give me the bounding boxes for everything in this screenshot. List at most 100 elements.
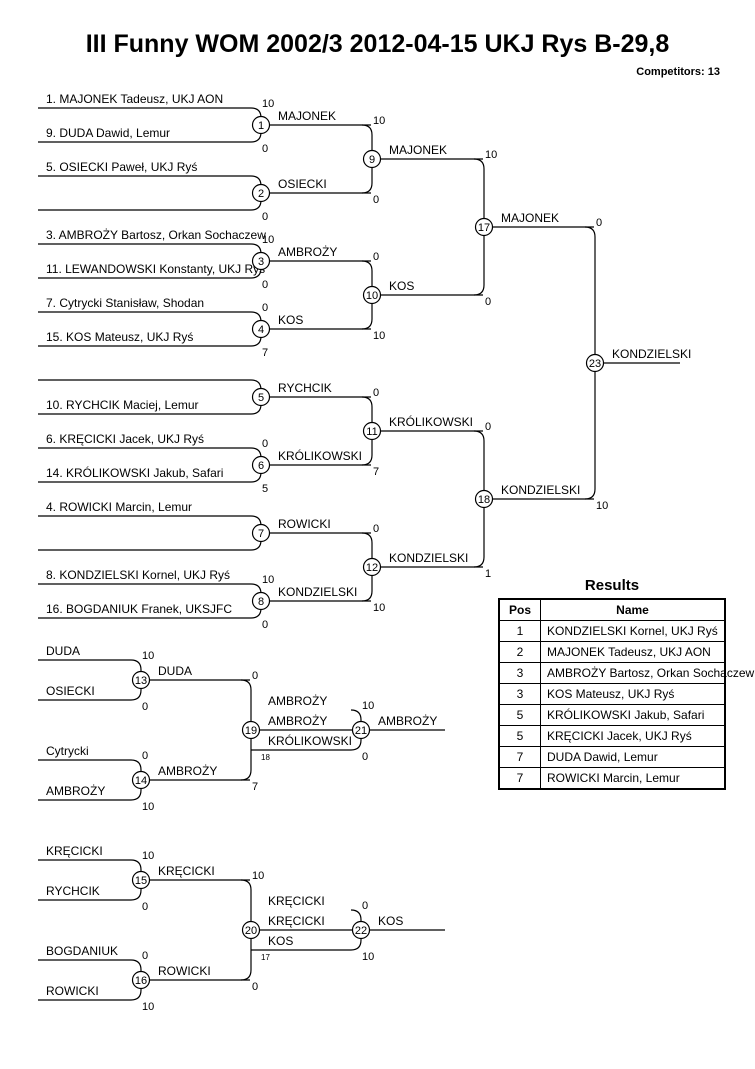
match-score: 0	[262, 619, 268, 631]
results-name: KOS Mateusz, UKJ Ryś	[540, 683, 726, 705]
repechage-name: AMBROŻY	[46, 784, 105, 798]
match-number-circle	[241, 920, 261, 940]
match-number-circle	[351, 920, 371, 940]
match-number-circle	[251, 591, 271, 611]
match-number-circle	[251, 115, 271, 135]
match-number-circle	[474, 489, 494, 509]
repechage-name: KRĘCICKI	[46, 844, 103, 858]
match-score: 0	[262, 143, 268, 155]
match-score: 10	[485, 149, 497, 161]
match-score: 7	[262, 347, 268, 359]
match-number: 3	[258, 256, 264, 268]
match-score: 0	[373, 387, 379, 399]
competitor-entry: 5. OSIECKI Paweł, UKJ Ryś	[46, 160, 197, 174]
match-score: 10	[373, 115, 385, 127]
results-header-name: Name	[540, 598, 726, 621]
match-score: 0	[262, 438, 268, 450]
match-winner: KONDZIELSKI	[278, 585, 357, 599]
match-number: 4	[258, 324, 264, 336]
results-name: DUDA Dawid, Lemur	[540, 746, 726, 768]
repechage-ref: 18	[261, 753, 270, 762]
match-number: 16	[135, 975, 147, 987]
match-number: 15	[135, 875, 147, 887]
match-number: 11	[366, 426, 377, 438]
match-winner: AMBROŻY	[278, 245, 337, 259]
match-number: 14	[135, 775, 147, 787]
match-number-circle	[362, 149, 382, 169]
match-number-circle	[351, 720, 371, 740]
match-number: 20	[245, 925, 257, 937]
results-name: AMBROŻY Bartosz, Orkan Sochaczew	[540, 662, 754, 684]
competitor-entry: 8. KONDZIELSKI Kornel, UKJ Ryś	[46, 568, 230, 582]
match-score: 0	[142, 750, 148, 762]
results-pos: 7	[498, 767, 541, 790]
match-winner: KOS	[389, 279, 414, 293]
match-score: 0	[252, 670, 258, 682]
page-title: III Funny WOM 2002/3 2012-04-15 UKJ Rys …	[85, 30, 670, 58]
match-number-circle	[251, 251, 271, 271]
match-winner: MAJONEK	[278, 109, 336, 123]
repechage-name: Cytrycki	[46, 744, 89, 758]
repechage-name: RYCHCIK	[46, 884, 100, 898]
match-score: 10	[142, 850, 154, 862]
match-number-circle	[362, 557, 382, 577]
match-score: 0	[142, 950, 148, 962]
match-number: 7	[258, 528, 264, 540]
match-score: 0	[142, 701, 148, 713]
match-winner: MAJONEK	[389, 143, 447, 157]
match-score: 0	[262, 211, 268, 223]
match-score: 7	[373, 466, 379, 478]
match-winner: ROWICKI	[278, 517, 331, 531]
match-number: 17	[478, 222, 490, 234]
match-score: 0	[262, 302, 268, 314]
repechage-name: BOGDANIUK	[46, 944, 118, 958]
match-number-circle	[131, 870, 151, 890]
repechage-entry: KRĘCICKI	[268, 894, 325, 908]
match-score: 10	[373, 330, 385, 342]
match-score: 10	[262, 574, 274, 586]
competitor-entry: 7. Cytrycki Stanisław, Shodan	[46, 296, 204, 310]
match-winner: KRÓLIKOWSKI	[278, 448, 362, 463]
match-winner: MAJONEK	[501, 211, 559, 225]
match-score: 10	[142, 650, 154, 662]
results-pos: 5	[498, 704, 541, 726]
match-score: 10	[262, 98, 274, 110]
match-winner: AMBROŻY	[158, 764, 217, 778]
match-score: 10	[252, 870, 264, 882]
match-number-circle	[474, 217, 494, 237]
competitor-entry: 11. LEWANDOWSKI Konstanty, UKJ Ryś	[46, 262, 265, 276]
match-winner: KRĘCICKI	[268, 914, 325, 928]
match-number: 22	[355, 925, 367, 937]
match-number-circle	[131, 770, 151, 790]
competitor-entry: 4. ROWICKI Marcin, Lemur	[46, 500, 192, 514]
match-winner: KRÓLIKOWSKI	[389, 414, 473, 429]
match-number: 19	[245, 725, 257, 737]
repechage-name: ROWICKI	[46, 984, 99, 998]
match-number: 8	[258, 596, 264, 608]
match-score: 0	[373, 523, 379, 535]
match-number-circle	[131, 670, 151, 690]
competitor-entry: 6. KRĘCICKI Jacek, UKJ Ryś	[46, 432, 204, 446]
match-winner: KONDZIELSKI	[501, 483, 580, 497]
results-pos: 3	[498, 662, 541, 684]
match-winner: KOS	[378, 914, 403, 928]
repechage-entry: KOS	[268, 934, 293, 948]
results-pos: 1	[498, 620, 541, 642]
match-score: 0	[485, 421, 491, 433]
match-number-circle	[241, 720, 261, 740]
competitor-entry: 3. AMBROŻY Bartosz, Orkan Sochaczew	[46, 228, 266, 242]
match-score: 7	[252, 781, 258, 793]
match-score: 0	[362, 751, 368, 763]
match-score: 0	[485, 296, 491, 308]
match-winner: OSIECKI	[278, 177, 327, 191]
match-score: 0	[596, 217, 602, 229]
repechage-name: DUDA	[46, 644, 80, 658]
match-number: 18	[478, 494, 490, 506]
match-number-circle	[251, 523, 271, 543]
